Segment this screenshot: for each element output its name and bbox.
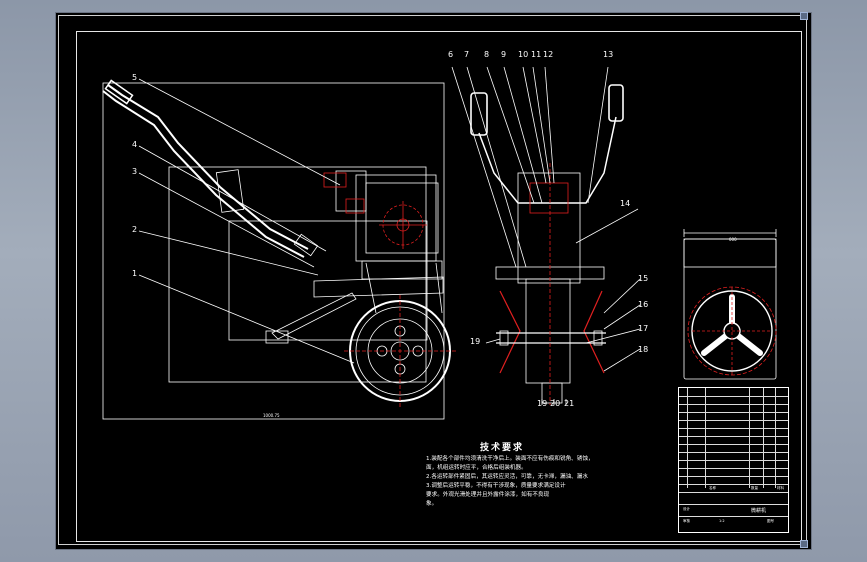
tech-note-line: 象。 xyxy=(426,501,438,507)
title-block-checker: 审核 xyxy=(683,519,690,523)
dimension-label: 000 xyxy=(729,237,737,242)
resize-handle-bottom-right[interactable] xyxy=(800,540,808,548)
resize-handle-top-right[interactable] xyxy=(800,12,808,20)
scale-label: 1000.75 xyxy=(263,413,280,418)
title-block-qty-header: 数量 xyxy=(751,486,758,490)
balloon-10: 10 xyxy=(518,50,529,59)
tech-note-line: 要求。外观光滑处理并且外露件涂漆，如有不良现 xyxy=(426,492,550,498)
engine-section-box xyxy=(228,220,428,341)
balloon-19-side: 19 xyxy=(470,337,481,346)
balloon-12: 12 xyxy=(543,50,554,59)
technical-requirements-title: 技术要求 xyxy=(480,443,525,453)
balloon-9: 9 xyxy=(501,50,507,59)
balloon-4: 4 xyxy=(132,140,138,149)
balloon-1: 1 xyxy=(132,269,138,278)
balloon-16: 16 xyxy=(638,300,649,309)
title-block-material-header: 材料 xyxy=(777,486,784,490)
balloon-20: 20 xyxy=(550,399,561,408)
balloon-11: 11 xyxy=(531,50,542,59)
side-view-inner-boundary xyxy=(168,166,427,383)
tech-note-line: 1.装配各个部件均须清洗干净后上。装面不应有伤痕和锐角、锈蚀， xyxy=(426,456,594,462)
balloon-13: 13 xyxy=(603,50,614,59)
title-block: 名称 数量 材料 微耕机 设计 审核 1:2 图号 xyxy=(678,387,789,533)
balloon-18: 18 xyxy=(638,345,649,354)
tech-note-line: 3.调整后运转平稳，不得有干涉现象，质量要求满足设计 xyxy=(426,483,566,489)
balloon-19-bottom: 19 xyxy=(537,399,548,408)
balloon-17: 17 xyxy=(638,324,649,333)
balloon-6: 6 xyxy=(448,50,454,59)
balloon-15: 15 xyxy=(638,274,649,283)
title-block-name-header: 名称 xyxy=(709,486,716,490)
balloon-8: 8 xyxy=(484,50,490,59)
side-view-boundary xyxy=(102,82,445,420)
balloon-2: 2 xyxy=(132,225,138,234)
title-block-sheet: 图号 xyxy=(767,519,774,523)
sheet-inner-border xyxy=(76,31,802,542)
tech-note-line: 面，机组运转时应平，合格后组装机器。 xyxy=(426,465,527,471)
title-block-part-name: 微耕机 xyxy=(751,508,767,514)
cad-drawing xyxy=(102,66,777,420)
balloon-7: 7 xyxy=(464,50,470,59)
balloon-3: 3 xyxy=(132,167,138,176)
balloon-14: 14 xyxy=(620,199,631,208)
tech-note-line: 2.各运转部件紧固后，其运转应灵活，可靠，无卡滞，漏油、漏水 xyxy=(426,474,588,480)
title-block-designer: 设计 xyxy=(683,507,690,511)
drawing-sheet: 5 4 3 2 1 6 7 8 9 10 11 12 13 14 15 16 1… xyxy=(56,12,811,549)
title-block-scale: 1:2 xyxy=(719,519,725,523)
sheet-outer-border xyxy=(58,15,807,545)
balloon-5: 5 xyxy=(132,73,138,82)
balloon-21: 21 xyxy=(564,399,575,408)
